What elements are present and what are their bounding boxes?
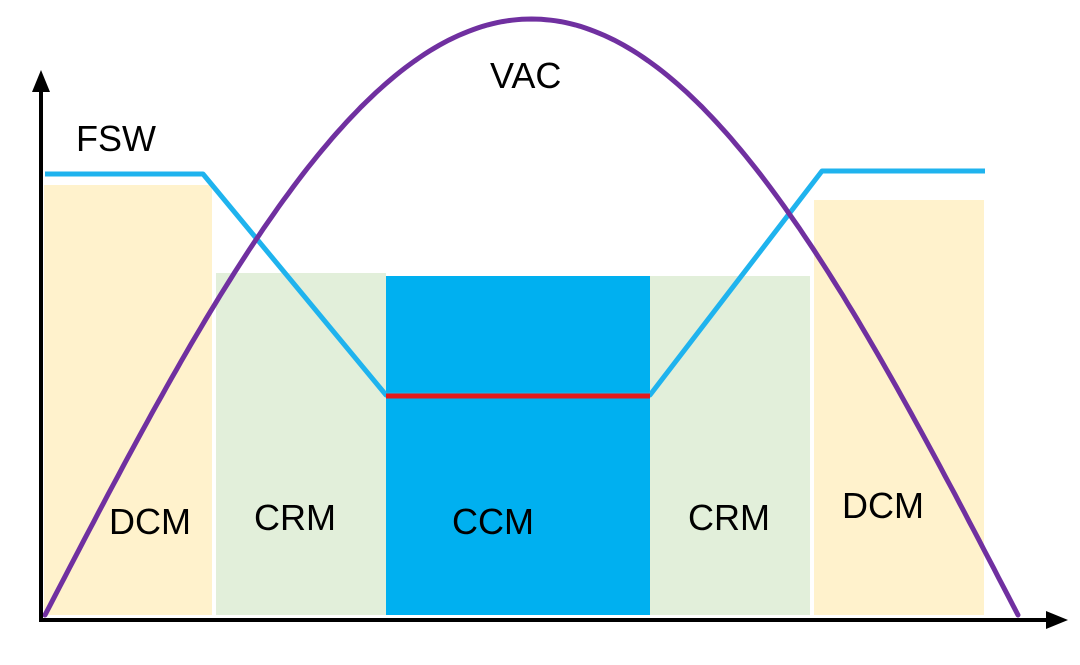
fsw-label: FSW — [76, 118, 156, 159]
dcm-region-left — [44, 185, 212, 615]
ccm-label: CCM — [452, 501, 534, 542]
dcm-label-left: DCM — [109, 501, 191, 542]
crm-region-right — [650, 276, 810, 615]
vac-label: VAC — [490, 55, 561, 96]
crm-label-left: CRM — [254, 497, 336, 538]
x-axis-arrow-icon — [1046, 611, 1068, 629]
crm-region-left — [216, 273, 386, 615]
crm-label-right: CRM — [688, 497, 770, 538]
vac-curve — [42, 16, 1021, 618]
dcm-region-right — [814, 200, 984, 615]
dcm-label-right: DCM — [842, 485, 924, 526]
ccm-region — [386, 276, 650, 615]
y-axis-arrow-icon — [32, 70, 50, 92]
